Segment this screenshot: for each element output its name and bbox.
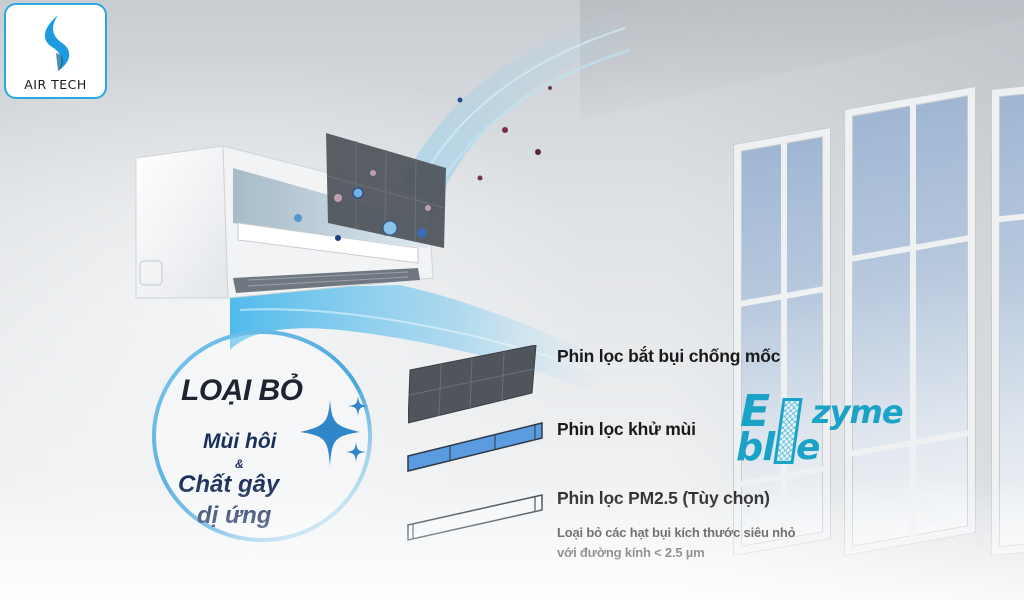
enzyme-word-zyme: zyme bbox=[812, 393, 904, 431]
feature-deodorizing-filter: Phin lọc khử mùi bbox=[557, 419, 696, 439]
deodorizing-filter-image bbox=[407, 422, 543, 472]
feature-dust-mold-filter: Phin lọc bắt bụi chống mốc bbox=[557, 346, 781, 366]
enzyme-word-bl: bl bbox=[736, 425, 775, 469]
enzyme-blue-logo: E zyme bl e bbox=[736, 386, 930, 468]
badge-line-odor: Mùi hôi bbox=[203, 430, 277, 453]
logo-text: AIR TECH bbox=[24, 77, 87, 92]
bottom-fade bbox=[0, 480, 1024, 600]
badge-ampersand: & bbox=[235, 457, 244, 471]
dust-mold-filter-image bbox=[408, 345, 537, 424]
flame-drop-icon bbox=[44, 15, 69, 71]
enzyme-letter-E: E bbox=[740, 386, 770, 437]
air-tech-logo: AIR TECH bbox=[4, 3, 107, 99]
badge-title: LOẠI BỎ bbox=[181, 374, 303, 407]
air-conditioner-unit bbox=[135, 133, 446, 299]
sparkle-icon bbox=[300, 396, 368, 466]
enzyme-letter-e: e bbox=[796, 427, 820, 468]
